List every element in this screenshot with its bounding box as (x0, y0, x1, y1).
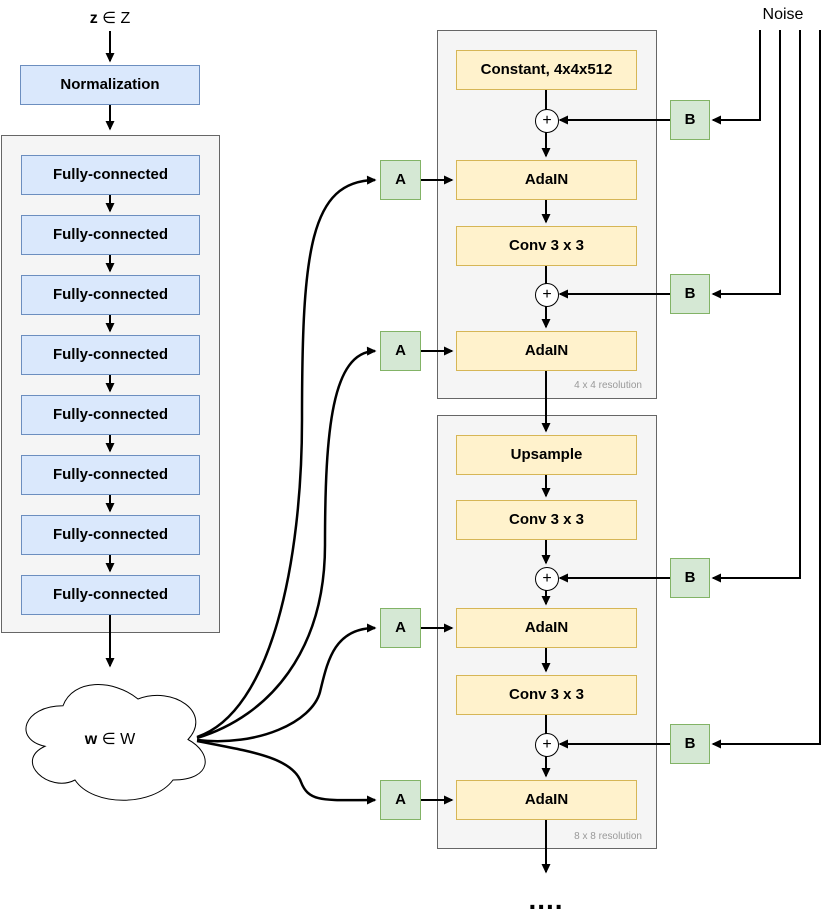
constant-box: Constant, 4x4x512 (456, 50, 637, 90)
fully-connected-box-1: Fully-connected (21, 155, 200, 195)
conv3x3-box-1: Conv 3 x 3 (456, 226, 637, 266)
fully-connected-box-3: Fully-connected (21, 275, 200, 315)
noise-b-box-4: B (670, 724, 710, 764)
adain-box-4: AdaIN (456, 780, 637, 820)
latent-z-symbol: z (89, 10, 98, 27)
latent-w-symbol: w (84, 731, 98, 748)
adain-box-3: AdaIN (456, 608, 637, 648)
noise-b-box-1: B (670, 100, 710, 140)
fully-connected-box-4: Fully-connected (21, 335, 200, 375)
style-a-box-2: A (380, 331, 421, 371)
block2-resolution-caption: 8 x 8 resolution (574, 831, 642, 842)
block1-resolution-caption: 4 x 4 resolution (574, 380, 642, 391)
fully-connected-box-2: Fully-connected (21, 215, 200, 255)
mapping-network-container (1, 135, 220, 633)
plus-circle-icon-2: + (535, 283, 559, 307)
adain-box-2: AdaIN (456, 331, 637, 371)
plus-circle-icon-4: + (535, 733, 559, 757)
noise-b-box-3: B (670, 558, 710, 598)
fully-connected-box-7: Fully-connected (21, 515, 200, 555)
adain-box-1: AdaIN (456, 160, 637, 200)
fully-connected-box-8: Fully-connected (21, 575, 200, 615)
noise-label: Noise (762, 6, 804, 23)
style-a-box-1: A (380, 160, 421, 200)
normalization-box: Normalization (20, 65, 200, 105)
fully-connected-box-6: Fully-connected (21, 455, 200, 495)
latent-z-membership: ∈ Z (97, 10, 131, 27)
latent-w-membership: ∈ W (97, 731, 136, 748)
style-a-box-3: A (380, 608, 421, 648)
plus-symbol: + (542, 736, 552, 753)
plus-circle-icon-3: + (535, 567, 559, 591)
plus-symbol: + (542, 112, 552, 129)
latent-z-label: z ∈ Z (60, 8, 160, 28)
latent-w-label: w ∈ W (60, 729, 160, 749)
upsample-box: Upsample (456, 435, 637, 475)
plus-symbol: + (542, 570, 552, 587)
continuation-dots: .... (528, 884, 564, 915)
conv3x3-box-2: Conv 3 x 3 (456, 500, 637, 540)
fully-connected-box-5: Fully-connected (21, 395, 200, 435)
style-a-box-4: A (380, 780, 421, 820)
plus-symbol: + (542, 286, 552, 303)
plus-circle-icon-1: + (535, 109, 559, 133)
conv3x3-box-3: Conv 3 x 3 (456, 675, 637, 715)
noise-b-box-2: B (670, 274, 710, 314)
